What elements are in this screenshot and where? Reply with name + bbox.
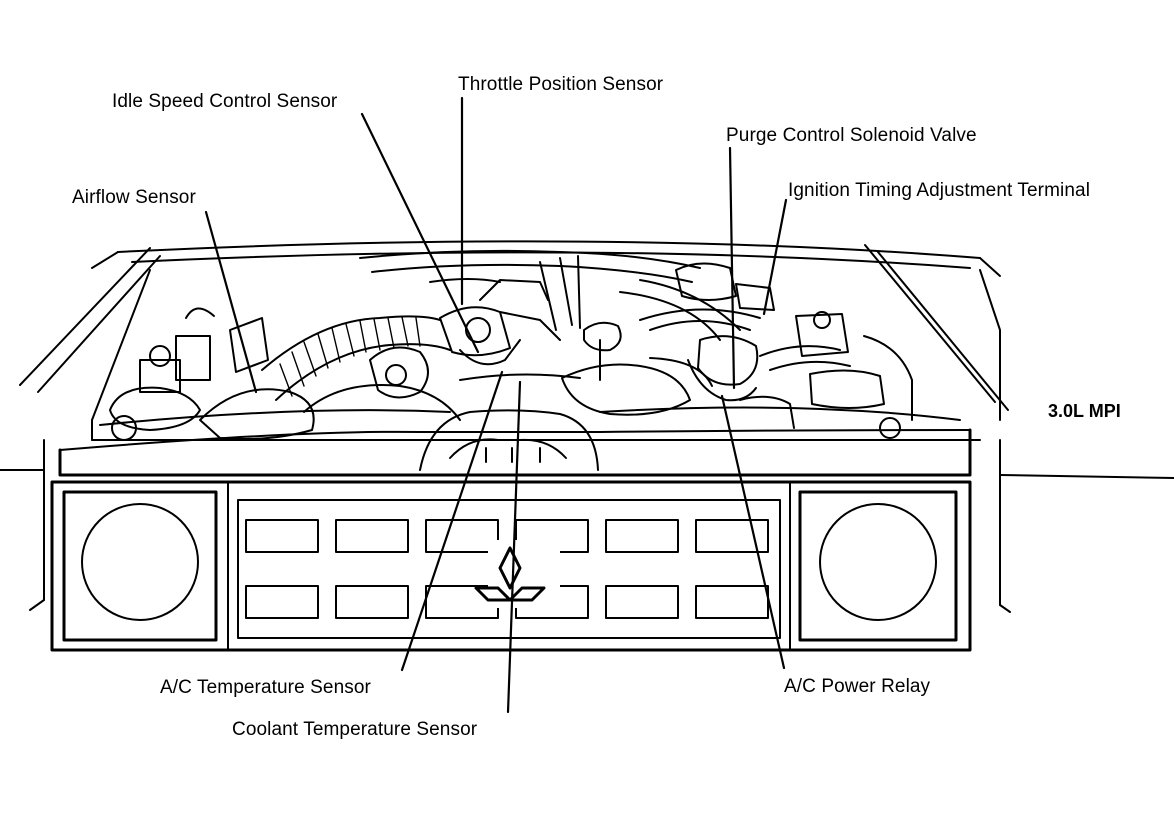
label-purge-control-solenoid-valve: Purge Control Solenoid Valve [726,125,977,146]
label-airflow-sensor: Airflow Sensor [72,187,196,208]
headlamp-right [798,490,958,642]
label-throttle-position-sensor: Throttle Position Sensor [458,74,664,95]
label-ac-power-relay: A/C Power Relay [784,676,931,697]
front-grille [50,480,972,652]
headlamp-left [62,490,218,642]
hood-outline [19,240,1009,411]
engine-components [109,249,913,471]
label-coolant-temperature-sensor: Coolant Temperature Sensor [232,719,478,740]
leader-idle-speed-control-sensor [360,112,480,354]
intake-hose-ribs [279,316,421,397]
engine-model-label: 3.0L MPI [1048,401,1121,421]
radiator-support [58,406,981,477]
leader-ac-power-relay [720,394,786,670]
label-idle-speed-control-sensor: Idle Speed Control Sensor [112,91,338,112]
leader-purge-control-solenoid-valve [728,146,736,390]
label-ignition-timing-adjustment-terminal: Ignition Timing Adjustment Terminal [788,180,1091,201]
leader-coolant-temperature-sensor [506,380,522,714]
emblem [474,540,560,608]
leader-lines [204,96,788,714]
fenders [0,269,1174,613]
leader-ignition-timing-terminal [762,198,788,316]
label-ac-temperature-sensor: A/C Temperature Sensor [160,677,371,698]
leader-ac-temperature-sensor [400,370,504,672]
leader-airflow-sensor [204,210,258,394]
